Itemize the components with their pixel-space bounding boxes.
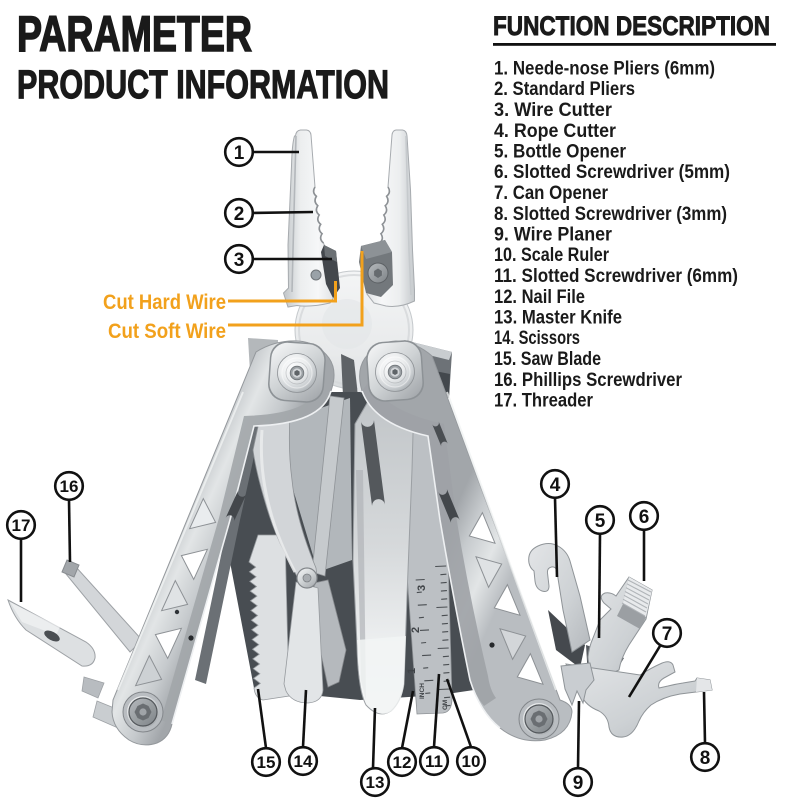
svg-text:3. Wire Cutter: 3. Wire Cutter <box>494 99 612 121</box>
svg-text:11. Slotted Screwdriver (6mm): 11. Slotted Screwdriver (6mm) <box>494 265 738 287</box>
svg-text:15: 15 <box>257 753 276 772</box>
svg-text:Cut Soft Wire: Cut Soft Wire <box>108 320 226 343</box>
svg-text:6: 6 <box>639 507 650 528</box>
svg-text:4: 4 <box>550 475 561 496</box>
svg-text:PRODUCT INFORMATION: PRODUCT INFORMATION <box>17 63 389 107</box>
svg-text:14. Scissors: 14. Scissors <box>494 327 580 349</box>
svg-text:2: 2 <box>410 627 422 633</box>
svg-text:1. Neede-nose Pliers (6mm): 1. Neede-nose Pliers (6mm) <box>494 58 715 80</box>
svg-text:13: 13 <box>366 773 385 792</box>
svg-text:3: 3 <box>416 585 428 591</box>
svg-text:15. Saw Blade: 15. Saw Blade <box>494 348 601 370</box>
svg-text:CM: CM <box>442 700 449 710</box>
svg-text:12: 12 <box>393 753 412 772</box>
svg-text:8. Slotted Screwdriver (3mm): 8. Slotted Screwdriver (3mm) <box>494 203 727 225</box>
svg-text:2: 2 <box>234 204 245 225</box>
svg-text:10: 10 <box>462 752 481 771</box>
svg-text:2. Standard Pliers: 2. Standard Pliers <box>494 78 635 100</box>
svg-text:5. Bottle Opener: 5. Bottle Opener <box>494 141 626 163</box>
svg-text:12. Nail File: 12. Nail File <box>494 286 585 308</box>
svg-text:8: 8 <box>700 748 711 769</box>
svg-text:7. Can Opener: 7. Can Opener <box>494 182 608 204</box>
svg-text:FUNCTION DESCRIPTION: FUNCTION DESCRIPTION <box>493 11 770 41</box>
svg-text:1: 1 <box>406 668 418 674</box>
svg-text:9: 9 <box>573 773 584 794</box>
svg-text:INCH: INCH <box>419 683 426 699</box>
svg-text:4. Rope Cutter: 4. Rope Cutter <box>494 120 616 142</box>
svg-text:11: 11 <box>425 752 443 771</box>
svg-text:16: 16 <box>60 477 79 496</box>
svg-text:6. Slotted Screwdriver (5mm): 6. Slotted Screwdriver (5mm) <box>494 161 730 183</box>
svg-text:16. Phillips Screwdriver: 16. Phillips Screwdriver <box>494 369 682 391</box>
svg-text:17. Threader: 17. Threader <box>494 390 593 412</box>
svg-text:5: 5 <box>595 511 606 532</box>
svg-text:7: 7 <box>662 624 673 645</box>
svg-text:13. Master Knife: 13. Master Knife <box>494 307 622 329</box>
svg-text:1: 1 <box>234 143 245 164</box>
svg-text:10. Scale Ruler: 10. Scale Ruler <box>494 244 609 266</box>
svg-text:9. Wire Planer: 9. Wire Planer <box>494 224 612 246</box>
svg-text:17: 17 <box>12 516 31 535</box>
svg-text:PARAMETER: PARAMETER <box>17 6 252 62</box>
svg-text:14: 14 <box>294 752 313 771</box>
svg-text:3: 3 <box>234 250 245 271</box>
svg-text:Cut Hard Wire: Cut Hard Wire <box>103 291 226 314</box>
